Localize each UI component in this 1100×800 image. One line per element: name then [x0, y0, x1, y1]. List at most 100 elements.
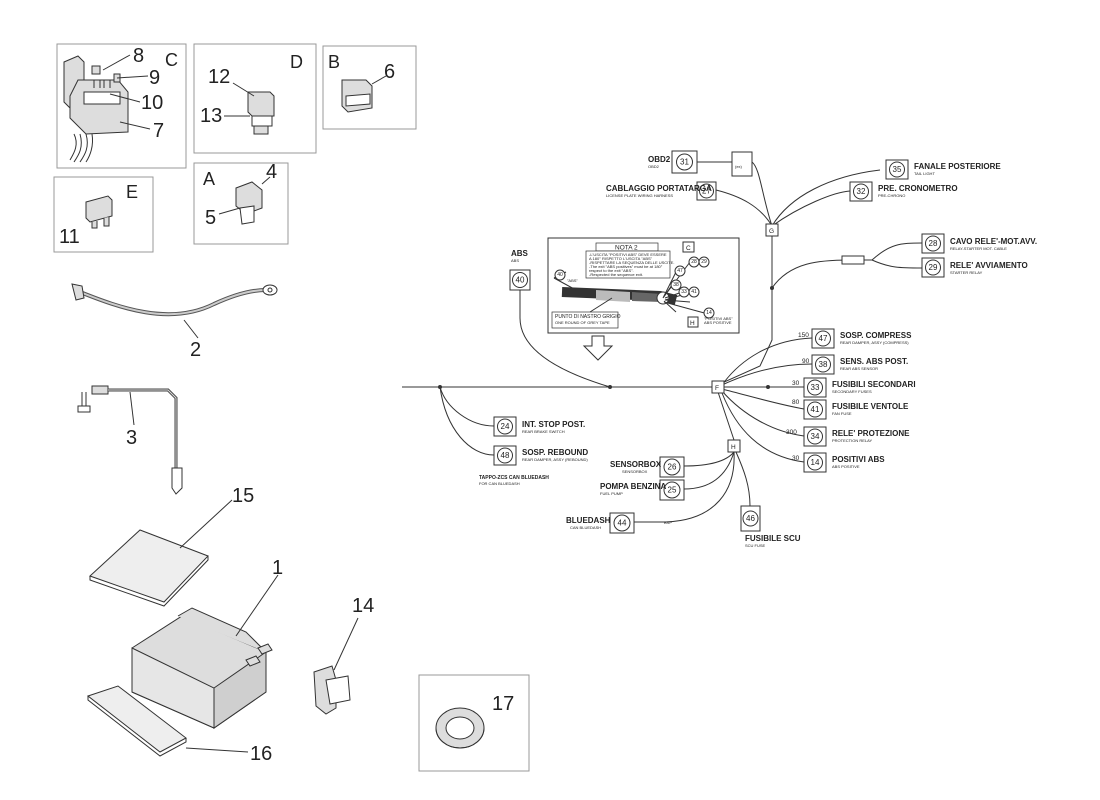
connector-number-28: 28 — [929, 239, 938, 248]
group-letter-e: E — [126, 182, 138, 202]
connector-sub-cavo-rele: RELAY-STARTER MOT. CABLE — [950, 246, 1007, 251]
connector-label-abs: ABS — [511, 249, 529, 258]
wire-length-38: 90 — [802, 358, 810, 365]
connector-label-rele-protezione: RELE' PROTEZIONE — [832, 429, 910, 438]
connector-number-29: 29 — [929, 263, 938, 272]
connector-sub-obd2: OBD2 — [648, 164, 660, 169]
part-number-5: 5 — [205, 207, 216, 229]
connector-14: 14 POSITIVI ABS ABS POSITIVE 30 — [792, 452, 885, 473]
connector-number-46: 46 — [746, 514, 755, 523]
connector-number-14: 14 — [811, 458, 820, 467]
group-b-connector: B 6 — [322, 45, 417, 130]
connector-number-26: 26 — [668, 463, 677, 472]
connector-label-sosp-compress: SOSP. COMPRESS — [840, 331, 912, 340]
part-15-pad: 15 — [89, 485, 254, 607]
tappo-note: TAPPO-ZCS CAN BLUEDASH — [479, 475, 549, 481]
part-number-11: 11 — [59, 226, 80, 248]
connector-sub-ventole: FAN FUSE — [832, 411, 852, 416]
connector-sub-rele-avviamento: STARTER RELAY — [950, 270, 983, 275]
connector-callouts: 31 OBD2 OBD2 27 CABLAGGIO PORTATARGA LIC… — [479, 150, 1037, 548]
node-f-label: F — [715, 385, 719, 392]
part-3-cable: 3 — [77, 385, 183, 495]
connector-label-sosp-rebound: SOSP. REBOUND — [522, 448, 588, 457]
connector-31: 31 OBD2 OBD2 — [648, 150, 698, 174]
connector-24: 24 INT. STOP POST. REAR BRAKE SWITCH — [493, 416, 585, 437]
wire-length-33: 30 — [792, 380, 800, 387]
part-number-15: 15 — [232, 485, 254, 507]
part-number-3: 3 — [126, 427, 137, 449]
connector-label-int-stop: INT. STOP POST. — [522, 420, 585, 429]
connector-number-38: 38 — [819, 360, 828, 369]
connector-label-bluedash: BLUEDASH — [566, 516, 611, 525]
node-g-label: G — [769, 228, 774, 235]
part-16-pad: 16 — [86, 685, 272, 765]
inset-node-h: H — [690, 320, 695, 327]
connector-sub-scu: SCU FUSE — [745, 543, 766, 548]
connector-sub-sens-abs: REAR ABS SENSOR — [840, 366, 878, 371]
connector-number-24: 24 — [501, 422, 510, 431]
group-e-fuse: E 11 — [53, 176, 154, 253]
nota-2-inset: NOTA 2 C -L'USCITA "POSITIVI ABS" DEVE E… — [547, 237, 740, 361]
connector-sub-compress: REAR DAMPER, ASSY (COMPRESS) — [840, 340, 909, 345]
connector-29: 29 RELE' AVVIAMENTO STARTER RELAY — [921, 257, 1028, 278]
wiring-schematic: G F H (ex) — [402, 151, 923, 523]
connector-number-34: 34 — [811, 432, 820, 441]
inset-num-33: 33 — [681, 289, 687, 295]
connector-sub-fusibili: SECONDARY FUSES — [832, 389, 872, 394]
part-number-8: 8 — [133, 45, 144, 67]
connector-label-obd2: OBD2 — [648, 155, 671, 164]
tape-label: PUNTO DI NASTRO GRIGIO — [555, 314, 621, 320]
part-17-grommet: 17 — [418, 674, 530, 772]
inset-num-40: 40 — [557, 272, 563, 278]
part-number-14: 14 — [352, 595, 374, 617]
connector-number-33: 33 — [811, 383, 820, 392]
inset-small-abs: "ABS" — [567, 278, 578, 283]
inset-num-14: 14 — [706, 310, 712, 316]
part-number-9: 9 — [149, 67, 160, 89]
node-h-label: H — [731, 444, 736, 451]
connector-label-positivi-abs: POSITIVI ABS — [832, 455, 885, 464]
part-number-4: 4 — [266, 161, 277, 183]
wire-length-47: 150 — [798, 332, 809, 339]
group-a-connector: A 4 5 — [193, 161, 289, 245]
connector-sub-sensorbox: SENSORBOX — [622, 469, 648, 474]
group-d-relay: D 12 13 — [193, 43, 317, 154]
nota-line-3: -RISPETTARE LA SEQUENZA DELLE USCITE. — [589, 260, 675, 265]
connector-label-fanale-posteriore: FANALE POSTERIORE — [914, 162, 1001, 171]
group-letter-c: C — [165, 50, 178, 70]
connector-number-35: 35 — [893, 165, 902, 174]
bluedash-tag: BSP — [664, 520, 672, 525]
connector-46: 46 FUSIBILE SCU SCU FUSE — [740, 505, 801, 548]
wire-length-34: 300 — [786, 429, 797, 436]
part-number-10: 10 — [141, 92, 163, 114]
part-14-connector: 14 — [313, 595, 374, 715]
connector-label-fusibile-scu: FUSIBILE SCU — [745, 534, 801, 543]
nota-line-6: -Respected the sequence exit. — [589, 272, 643, 277]
connector-number-25: 25 — [668, 486, 677, 495]
connector-48: 48 SOSP. REBOUND REAR DAMPER, ASSY (REBO… — [493, 445, 588, 466]
connector-number-32: 32 — [857, 187, 866, 196]
connector-label-pompa-benzina: POMPA BENZINA — [600, 482, 666, 491]
connector-label-sens-abs: SENS. ABS POST. — [840, 357, 908, 366]
connector-34: 34 RELE' PROTEZIONE PROTECTION RELAY 300 — [786, 426, 910, 447]
connector-47: 47 SOSP. COMPRESS REAR DAMPER, ASSY (COM… — [798, 328, 912, 349]
connector-number-41: 41 — [811, 405, 820, 414]
connector-label-cablaggio-portatarga: CABLAGGIO PORTATARGA — [606, 184, 712, 193]
inset-node-c: C — [686, 245, 691, 252]
connector-sub-pompa: FUEL PUMP — [600, 491, 623, 496]
obd-box-label: (ex) — [735, 164, 743, 169]
inset-num-41: 41 — [691, 289, 697, 295]
connector-label-sensorbox: SENSORBOX — [610, 460, 662, 469]
nota-line-4: -The exit "ABS positives" must be at 180… — [589, 264, 663, 269]
arrow-down-icon — [582, 335, 614, 361]
inset-num-29: 29 — [701, 259, 707, 265]
connector-32: 32 PRE. CRONOMETRO PRE-CHRONO — [849, 181, 958, 202]
wire-length-14: 30 — [792, 455, 800, 462]
part-number-16: 16 — [250, 743, 272, 765]
group-letter-d: D — [290, 52, 303, 72]
nota-line-5: respect to the exit "ABS". — [589, 268, 634, 273]
connector-sub-cablaggio: LICENSE PLATE WIRING HARNESS — [606, 193, 673, 198]
part-2-ground-cable: 2 — [71, 283, 278, 361]
connector-28: 28 CAVO RELE'-MOT.AVV. RELAY-STARTER MOT… — [921, 233, 1037, 254]
inset-num-47: 47 — [677, 268, 683, 274]
